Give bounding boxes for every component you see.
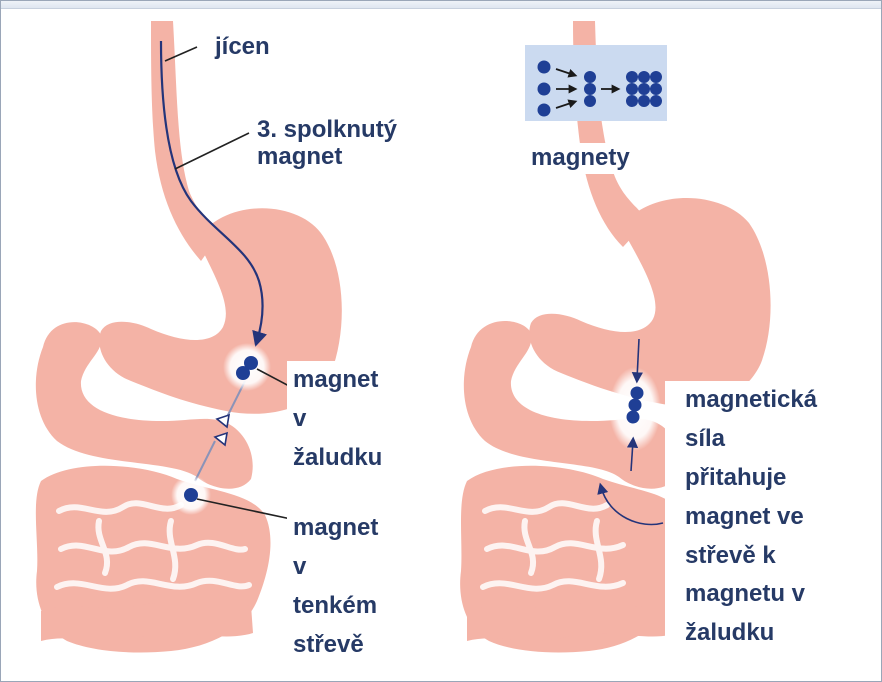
- swallowed-magnet-line-1: 3. spolknutý: [257, 117, 397, 144]
- attracted-magnet-ball: [629, 399, 642, 412]
- legend-cluster: [626, 71, 662, 107]
- swallowed-magnet-label: 3. spolknutý magnet: [251, 115, 403, 173]
- magnetic-force-line-2: síla: [685, 420, 881, 459]
- magnetic-force-line-4: magnet ve: [685, 498, 881, 537]
- magnetic-force-line-1: magnetická: [685, 381, 881, 420]
- legend-single-magnet: [538, 104, 551, 117]
- intestine-magnet-line-3: tenkém: [293, 587, 417, 626]
- magnetic-force-line-7: žaludku: [685, 614, 881, 653]
- magnetic-force-label: magnetická síla přitahuje magnet ve stře…: [665, 381, 882, 661]
- left-colon: [41, 603, 253, 641]
- intestine-magnet-line-2: v: [293, 548, 417, 587]
- stomach-magnet-line-1: magnet: [293, 361, 417, 400]
- stomach-magnet-line-3: žaludku: [293, 439, 417, 478]
- magnetic-force-line-5: střevě k: [685, 537, 881, 576]
- right-colon: [467, 603, 679, 641]
- attracted-magnet-ball: [627, 411, 640, 424]
- magnets-legend: [525, 45, 667, 121]
- magnets-label: magnety: [521, 143, 640, 174]
- right-stomach: [529, 198, 770, 406]
- legend-stack-magnet: [584, 71, 596, 83]
- legend-stack-magnet: [584, 95, 596, 107]
- magnetic-force-line-6: magnetu v: [685, 575, 881, 614]
- legend-single-magnet: [538, 83, 551, 96]
- magnetic-force-line-3: přitahuje: [685, 459, 881, 498]
- intestine-magnet-label: magnet v tenkém střevě: [287, 509, 423, 671]
- intestine-magnet-line-1: magnet: [293, 509, 417, 548]
- legend-stack-magnet: [584, 83, 596, 95]
- legend-single-magnet: [538, 61, 551, 74]
- stomach-magnet-label: magnet v žaludku: [287, 361, 423, 478]
- stomach-magnet-ball: [244, 356, 258, 370]
- intestine-magnet-line-4: střevě: [293, 626, 417, 665]
- swallowed-magnet-line-2: magnet: [257, 144, 397, 171]
- stomach-magnet-line-2: v: [293, 400, 417, 439]
- attracted-magnet-ball: [631, 387, 644, 400]
- esophagus-label: jícen: [207, 32, 278, 63]
- intestine-magnet-ball: [184, 488, 198, 502]
